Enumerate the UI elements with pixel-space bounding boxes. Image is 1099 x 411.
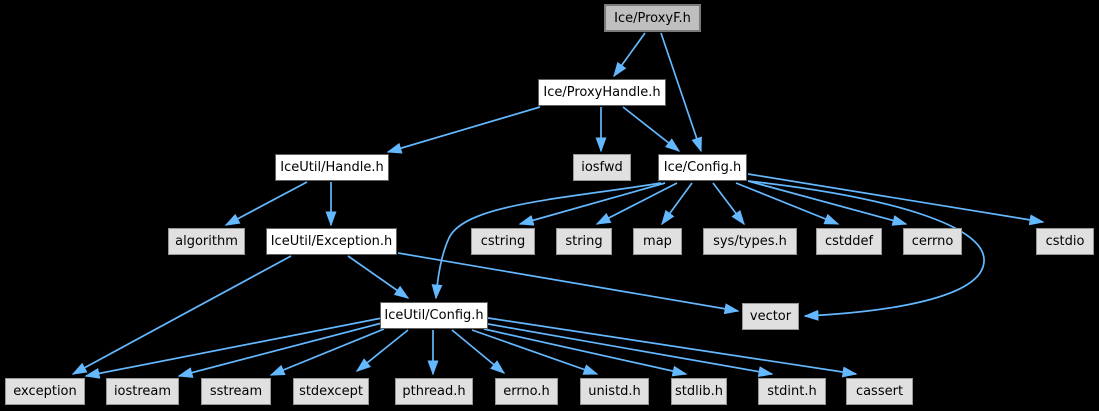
node-cstring: cstring bbox=[471, 228, 535, 255]
node-cstddef: cstddef bbox=[816, 228, 882, 255]
edge-ice-proxyf-h-to-ice-proxyhandle-h bbox=[613, 32, 646, 78]
node-iostream: iostream bbox=[106, 378, 179, 405]
node-iosfwd: iosfwd bbox=[573, 154, 631, 181]
edge-ice-proxyf-h-to-ice-config-h bbox=[660, 32, 702, 153]
edge-ice-config-h-to-cstring bbox=[518, 182, 666, 226]
node-unistd-h: unistd.h bbox=[580, 378, 649, 405]
node-sstream: sstream bbox=[201, 378, 271, 405]
node-algorithm: algorithm bbox=[168, 228, 245, 255]
node-pthread-h: pthread.h bbox=[395, 378, 473, 405]
edge-iceutil-exception-h-to-exception bbox=[71, 255, 292, 375]
edge-iceutil-handle-h-to-algorithm bbox=[224, 181, 308, 226]
edge-group bbox=[71, 32, 1045, 379]
edge-ice-config-h-to-cerrno bbox=[747, 180, 908, 226]
edge-ice-config-h-to-vector bbox=[747, 180, 985, 321]
node-iceutil-config-h[interactable]: IceUtil/Config.h bbox=[380, 302, 488, 329]
edge-ice-config-h-to-sys-types-h bbox=[712, 182, 745, 226]
node-errno-h: errno.h bbox=[495, 378, 558, 405]
node-stdexcept: stdexcept bbox=[293, 378, 369, 405]
node-cerrno: cerrno bbox=[903, 228, 962, 255]
node-stdint-h: stdint.h bbox=[758, 378, 826, 405]
node-sys-types-h: sys/types.h bbox=[703, 228, 797, 255]
edge-iceutil-config-h-to-exception bbox=[84, 317, 383, 379]
edge-iceutil-config-h-to-cassert bbox=[487, 317, 858, 378]
node-vector: vector bbox=[742, 303, 799, 330]
node-string: string bbox=[556, 228, 612, 255]
edge-ice-proxyhandle-h-to-ice-config-h bbox=[622, 106, 681, 152]
edge-iceutil-config-h-to-stdlib-h bbox=[483, 328, 688, 377]
node-ice-proxyhandle-h[interactable]: Ice/ProxyHandle.h bbox=[538, 79, 666, 106]
edge-ice-config-h-to-string bbox=[595, 182, 678, 225]
node-cassert: cassert bbox=[846, 378, 913, 405]
edge-ice-proxyhandle-h-to-iceutil-handle-h bbox=[386, 106, 541, 154]
edge-ice-config-h-to-cstdio bbox=[747, 173, 1045, 226]
edge-ice-config-h-to-iceutil-config-h bbox=[431, 182, 662, 300]
edge-iceutil-config-h-to-stdexcept bbox=[355, 329, 409, 372]
edge-ice-config-h-to-cstddef bbox=[735, 182, 840, 225]
edge-iceutil-config-h-to-iostream bbox=[177, 322, 383, 378]
node-iceutil-exception-h[interactable]: IceUtil/Exception.h bbox=[266, 228, 397, 255]
node-ice-config-h[interactable]: Ice/Config.h bbox=[658, 154, 747, 181]
node-exception: exception bbox=[5, 378, 85, 405]
node-stdlib-h: stdlib.h bbox=[671, 378, 727, 405]
edge-iceutil-config-h-to-sstream bbox=[269, 328, 385, 376]
node-map: map bbox=[633, 228, 682, 255]
edge-iceutil-config-h-to-unistd-h bbox=[471, 329, 599, 375]
edge-iceutil-config-h-to-stdint-h bbox=[487, 323, 774, 378]
node-iceutil-handle-h[interactable]: IceUtil/Handle.h bbox=[275, 154, 389, 181]
edge-ice-config-h-to-map bbox=[661, 182, 693, 226]
edge-iceutil-config-h-to-errno-h bbox=[451, 329, 506, 374]
node-cstdio: cstdio bbox=[1036, 228, 1094, 255]
edge-iceutil-exception-h-to-iceutil-config-h bbox=[347, 255, 410, 299]
node-ice-proxyf-h: Ice/ProxyF.h bbox=[604, 4, 701, 32]
edge-iceutil-exception-h-to-vector bbox=[397, 252, 740, 315]
